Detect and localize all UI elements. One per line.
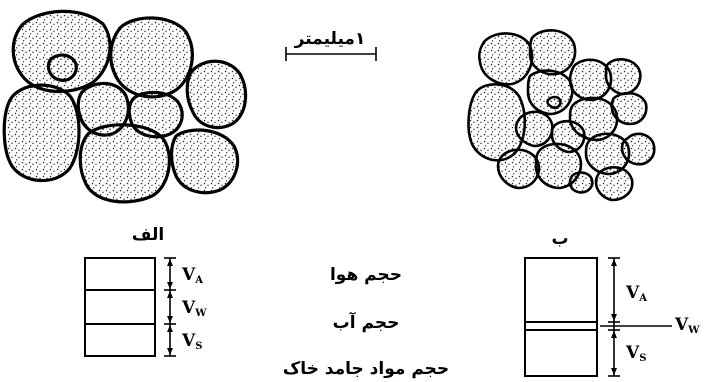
scale-label: ۱میلیمتر: [294, 29, 366, 49]
figure-a-label: الف: [132, 225, 164, 245]
scale-bar: ۱میلیمتر: [285, 29, 377, 61]
figure-b-label: ب: [551, 229, 568, 249]
legend-solid: حجم مواد جامد خاک: [283, 359, 449, 379]
va-label-b: VA: [625, 283, 647, 304]
grain: [534, 142, 583, 190]
grain: [185, 59, 248, 130]
grain: [594, 166, 634, 202]
air-phase-a: [84, 257, 156, 291]
legend-water: حجم آب: [333, 311, 400, 333]
grain: [46, 53, 78, 82]
grain: [526, 69, 574, 116]
grain: [127, 90, 184, 139]
grain-cluster-b: [467, 29, 656, 202]
legend-air: حجم هوا: [330, 265, 402, 285]
phase-column-a: VA VW VS: [84, 257, 207, 357]
solid-phase-a: [84, 323, 156, 357]
air-phase-b: [524, 257, 598, 323]
grain: [610, 91, 648, 126]
grain: [514, 110, 554, 148]
legend: حجم هوا حجم آب حجم مواد جامد خاک: [283, 265, 449, 379]
grain: [477, 32, 534, 86]
water-phase-b: [524, 321, 598, 331]
grain: [169, 128, 240, 195]
grain: [604, 58, 642, 96]
vs-label-a: VS: [181, 331, 202, 352]
grain: [78, 123, 171, 204]
grain: [109, 16, 194, 99]
grain: [11, 9, 112, 94]
grain: [568, 58, 613, 102]
vw-label-a: VW: [181, 298, 207, 319]
water-phase-a: [84, 289, 156, 325]
grain-cluster-a: [2, 9, 248, 204]
solid-phase-b: [524, 329, 598, 377]
grain: [620, 132, 656, 166]
grain: [568, 171, 594, 194]
grain: [528, 29, 577, 76]
phase-column-b: VA VW VS: [524, 257, 700, 377]
vs-label-b: VS: [625, 343, 646, 364]
grain: [546, 95, 562, 110]
vw-label-b: VW: [674, 315, 700, 336]
grain: [496, 148, 541, 190]
va-label-a: VA: [181, 265, 203, 286]
grain: [2, 83, 81, 183]
